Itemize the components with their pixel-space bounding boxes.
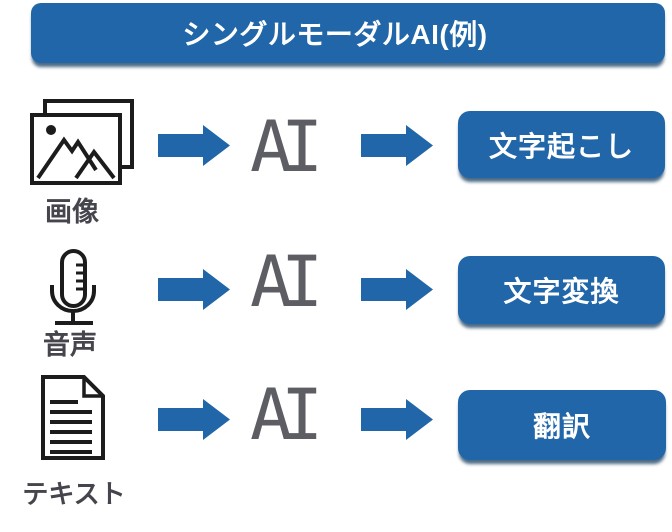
output-box: 文字起こし: [458, 111, 665, 178]
ai-model-label: AI: [250, 374, 323, 456]
microphone-icon: [49, 247, 97, 327]
ai-model-label: AI: [250, 106, 323, 188]
output-label: 翻訳: [532, 411, 591, 442]
arrow-right-icon: [158, 124, 231, 167]
output-box: 文字変換: [458, 256, 665, 324]
output-label: 文字起こし: [488, 130, 634, 162]
arrow-right-icon: [361, 398, 434, 441]
arrow-right-icon: [361, 268, 434, 311]
arrow-right-icon: [158, 398, 231, 441]
output-label: 文字変換: [503, 276, 620, 307]
ai-model-label: AI: [250, 241, 323, 323]
input-label-text: テキスト: [22, 479, 126, 509]
arrow-right-icon: [361, 124, 434, 167]
input-label-image: 画像: [45, 197, 99, 227]
arrow-right-icon: [158, 268, 231, 311]
diagram-title: シングルモーダルAI(例): [182, 19, 488, 50]
document-icon: [40, 374, 106, 460]
header-banner: シングルモーダルAI(例): [31, 3, 665, 63]
output-box: 翻訳: [458, 390, 666, 460]
image-icon: [30, 96, 134, 186]
input-label-audio: 音声: [43, 330, 97, 360]
